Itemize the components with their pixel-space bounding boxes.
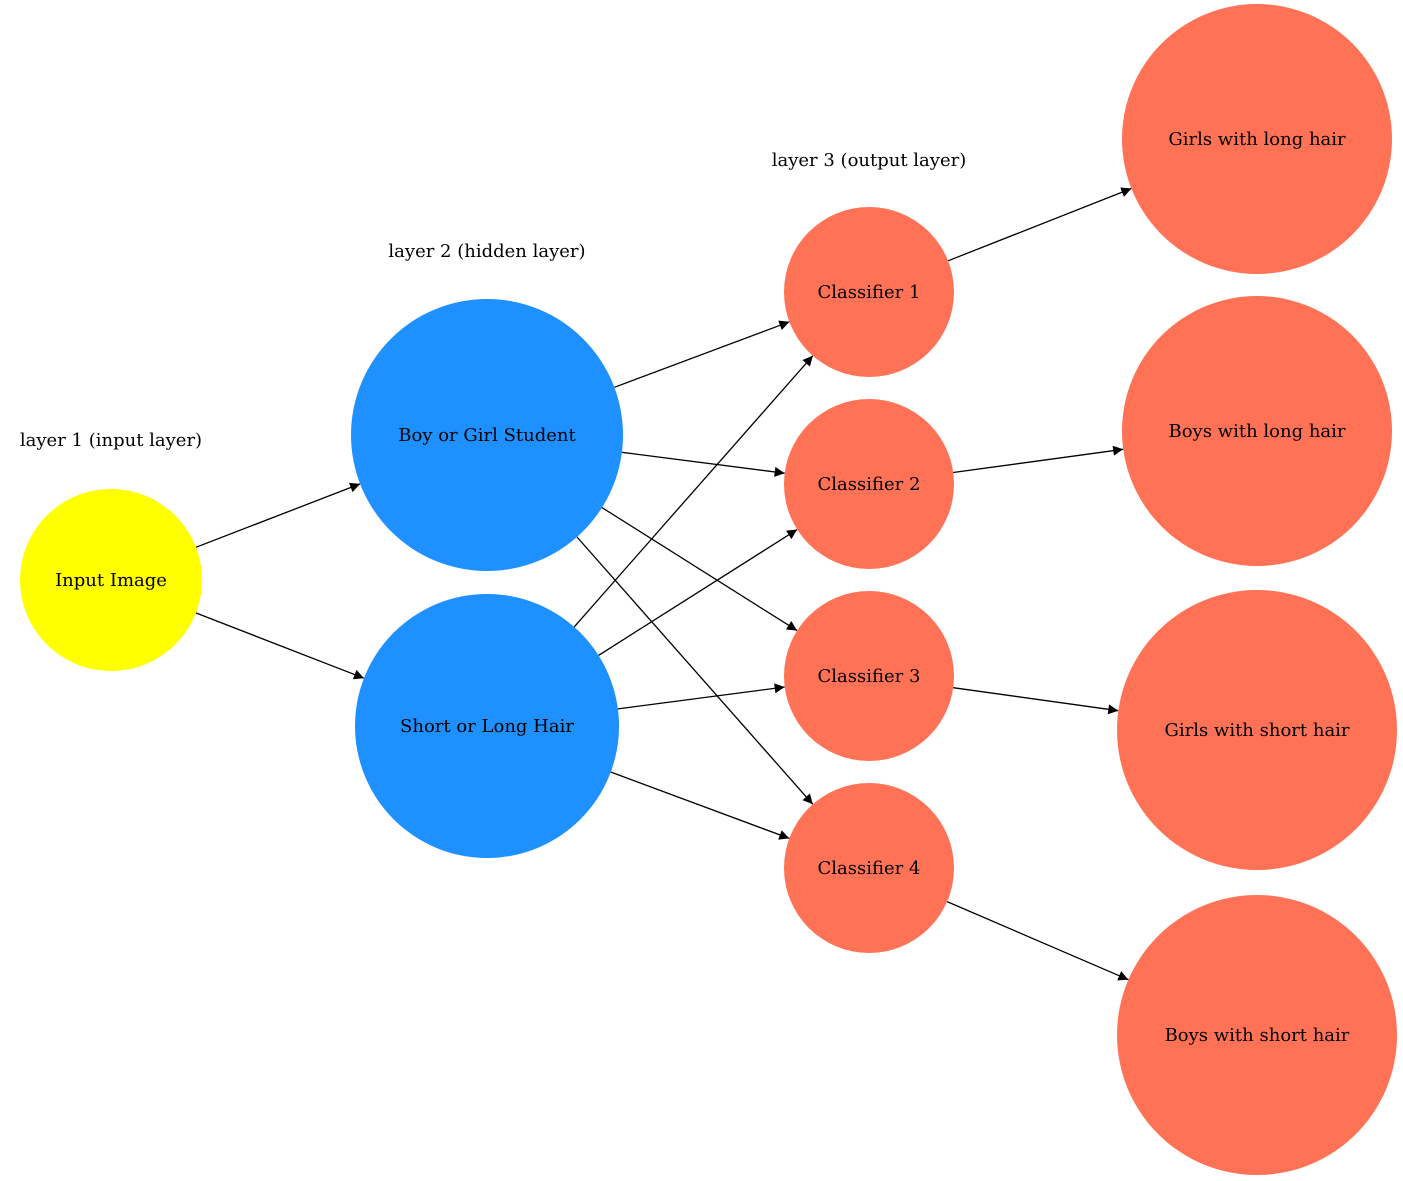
- node-circle-hidden1: [351, 299, 623, 571]
- edges: [195, 187, 1132, 981]
- edge-hidden1-to-c3: [601, 507, 798, 632]
- layer-label-layer2: layer 2 (hidden layer): [388, 241, 585, 262]
- node-label-c4: Classifier 4: [818, 858, 921, 879]
- node-circle-o2: [1122, 296, 1392, 566]
- node-o2: Boys with long hair: [1122, 296, 1392, 566]
- node-circle-o1: [1122, 4, 1392, 274]
- edge-c2-to-o2: [953, 445, 1124, 474]
- node-c3: Classifier 3: [784, 591, 954, 761]
- node-label-o2: Boys with long hair: [1168, 421, 1345, 442]
- layer-label-layer3: layer 3 (output layer): [772, 150, 967, 171]
- edge-hidden1-to-c4: [576, 536, 814, 805]
- edge-hidden2-to-c1: [573, 355, 814, 628]
- edge-input-to-hidden1: [195, 482, 361, 548]
- node-label-input: Input Image: [55, 570, 167, 591]
- edge-c1-to-o1: [947, 187, 1132, 262]
- node-label-o3: Girls with short hair: [1164, 720, 1349, 741]
- node-circle-input: [20, 489, 202, 671]
- node-hidden1: Boy or Girl Student: [351, 299, 623, 571]
- node-label-c3: Classifier 3: [818, 666, 921, 687]
- node-circle-c4: [784, 783, 954, 953]
- node-c2: Classifier 2: [784, 399, 954, 569]
- layer-label-layer1: layer 1 (input layer): [20, 430, 202, 451]
- node-circle-hidden2: [355, 594, 619, 858]
- edge-hidden1-to-c2: [621, 451, 785, 477]
- node-label-o1: Girls with long hair: [1168, 129, 1346, 150]
- edge-hidden1-to-c1: [614, 320, 790, 388]
- node-circle-c1: [784, 207, 954, 377]
- node-o4: Boys with short hair: [1117, 895, 1397, 1175]
- node-hidden2: Short or Long Hair: [355, 594, 619, 858]
- node-circle-o4: [1117, 895, 1397, 1175]
- node-label-o4: Boys with short hair: [1165, 1025, 1350, 1046]
- node-label-c1: Classifier 1: [818, 282, 921, 303]
- layer-labels: layer 1 (input layer) layer 2 (hidden lay…: [20, 150, 966, 451]
- node-c4: Classifier 4: [784, 783, 954, 953]
- edge-c3-to-o3: [953, 687, 1119, 715]
- node-label-c2: Classifier 2: [818, 474, 921, 495]
- edge-hidden2-to-c2: [598, 528, 798, 656]
- node-label-hidden2: Short or Long Hair: [400, 716, 574, 737]
- edge-hidden2-to-c4: [610, 771, 790, 840]
- edge-c4-to-o4: [946, 901, 1129, 981]
- node-label-hidden1: Boy or Girl Student: [398, 425, 576, 446]
- node-c1: Classifier 1: [784, 207, 954, 377]
- node-circle-c2: [784, 399, 954, 569]
- node-o1: Girls with long hair: [1122, 4, 1392, 274]
- node-circle-c3: [784, 591, 954, 761]
- node-o3: Girls with short hair: [1117, 590, 1397, 870]
- edge-hidden2-to-c3: [617, 683, 785, 710]
- node-circle-o3: [1117, 590, 1397, 870]
- edge-input-to-hidden2: [195, 612, 365, 680]
- node-input: Input Image: [20, 489, 202, 671]
